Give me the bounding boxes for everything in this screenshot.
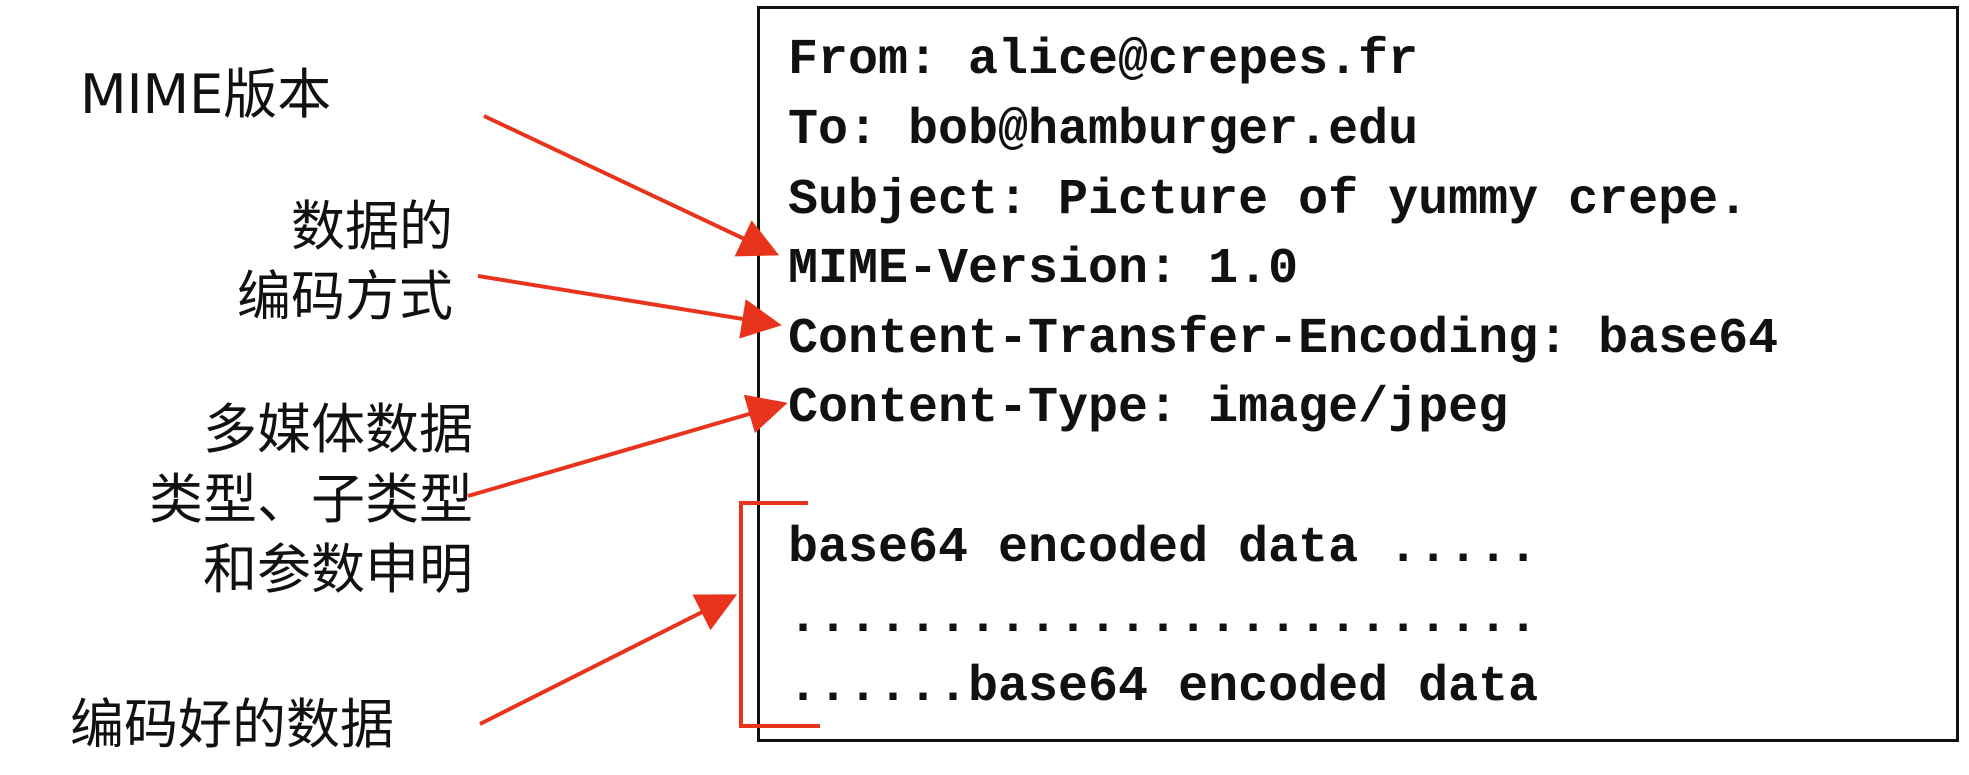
body-line-3: ......base64 encoded data (788, 659, 1539, 716)
header-mime-version: MIME-Version: 1.0 (788, 241, 1299, 298)
bracket-encoded-data (739, 501, 820, 728)
label-encoding: 数据的 编码方式 (237, 192, 453, 332)
label-content-type-line-2: 类型、子类型 (149, 468, 473, 531)
header-content-transfer-encoding: Content-Transfer-Encoding: base64 (788, 311, 1779, 368)
label-mime-version-text: MIME版本 (80, 63, 332, 126)
body-line-1: base64 encoded data ..... (788, 520, 1539, 577)
label-encoded-data-text: 编码好的数据 (70, 693, 394, 756)
label-content-type-line-3: 和参数申明 (203, 538, 473, 601)
email-message-box: From: alice@crepes.fr To: bob@hamburger.… (757, 6, 1959, 742)
arrow-mime-version (483, 114, 780, 257)
label-content-type: 多媒体数据 类型、子类型 和参数申明 (149, 395, 473, 605)
header-subject: Subject: Picture of yummy crepe. (788, 172, 1749, 229)
header-from: From: alice@crepes.fr (788, 32, 1419, 89)
body-line-2: ......................... (788, 590, 1539, 647)
header-content-type: Content-Type: image/jpeg (788, 380, 1509, 437)
arrow-encoding (477, 274, 782, 339)
label-encoded-data: 编码好的数据 (70, 690, 394, 760)
label-content-type-line-1: 多媒体数据 (203, 398, 473, 461)
arrow-content-type (467, 394, 788, 498)
label-encoding-line-1: 数据的 (291, 195, 453, 258)
arrow-encoded-data (479, 594, 738, 726)
header-to: To: bob@hamburger.edu (788, 102, 1419, 159)
label-encoding-line-2: 编码方式 (237, 265, 453, 328)
label-mime-version: MIME版本 (80, 60, 331, 130)
